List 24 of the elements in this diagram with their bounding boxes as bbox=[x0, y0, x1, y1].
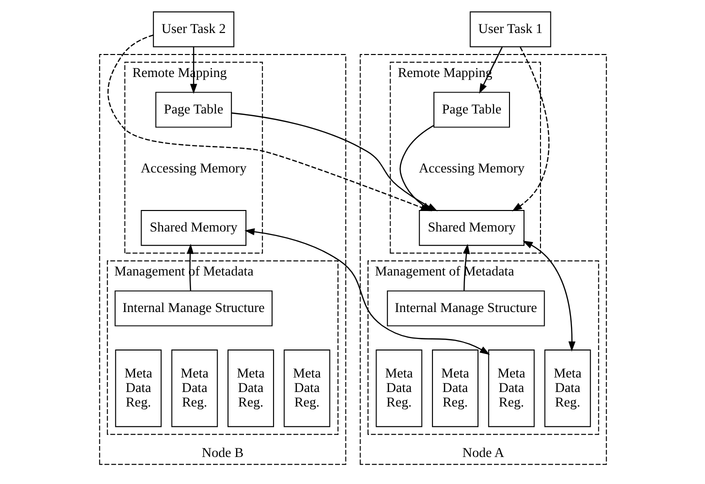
node-box: Shared Memory bbox=[418, 210, 524, 246]
arrow bbox=[522, 240, 575, 352]
node-box: Page Table bbox=[154, 92, 232, 128]
node-box: Page Table bbox=[432, 92, 510, 128]
arrow bbox=[244, 228, 490, 355]
label: Accessing Memory bbox=[140, 160, 246, 176]
node-box: Shared Memory bbox=[140, 210, 246, 246]
arrow bbox=[511, 46, 549, 212]
node-box: Internal Manage Structure bbox=[114, 290, 272, 326]
node-box: Meta Data Reg. bbox=[488, 350, 534, 428]
node-box: Meta Data Reg. bbox=[170, 350, 218, 428]
label: Accessing Memory bbox=[418, 160, 524, 176]
node-box: Meta Data Reg. bbox=[544, 350, 590, 428]
node-box: Meta Data Reg. bbox=[227, 350, 274, 428]
arrow bbox=[478, 46, 502, 94]
arrow bbox=[462, 244, 470, 291]
node-box: Meta Data Reg. bbox=[431, 350, 478, 428]
node-box: Meta Data Reg. bbox=[283, 350, 330, 428]
node-box: User Task 1 bbox=[469, 11, 551, 48]
node-box: Internal Manage Structure bbox=[386, 290, 544, 326]
node-box: Meta Data Reg. bbox=[375, 350, 422, 428]
node-box: User Task 2 bbox=[152, 11, 234, 48]
node-box: Meta Data Reg. bbox=[114, 350, 162, 428]
arrow bbox=[106, 34, 430, 212]
